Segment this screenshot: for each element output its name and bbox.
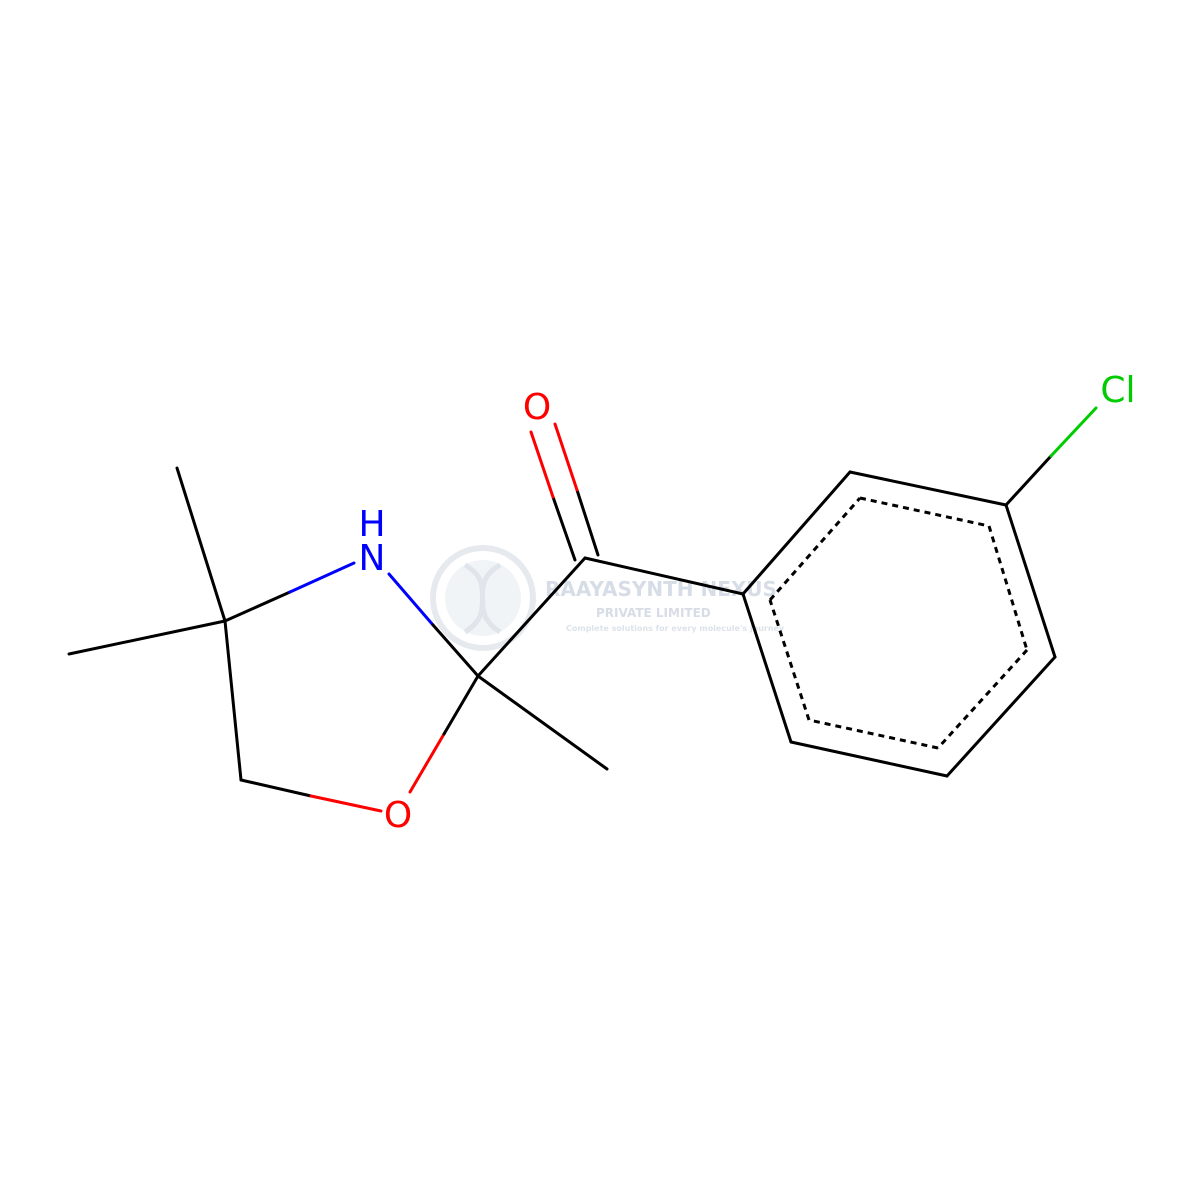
watermark-subtitle: PRIVATE LIMITED xyxy=(596,606,711,620)
bond-c2-methyl xyxy=(476,674,609,771)
bond-ring-4-5 xyxy=(945,655,1057,778)
bond-ring-2-3 xyxy=(848,470,1008,507)
bond-ring-3-4 xyxy=(1004,503,1057,659)
bond-c4-nitrogen-black xyxy=(223,590,292,623)
bond-carbonyl-double-left-black xyxy=(551,495,577,562)
watermark-logo-ring xyxy=(430,545,536,651)
bond-c4-nitrogen-blue xyxy=(288,561,356,594)
bond-ring-aromatic-6-1 xyxy=(768,599,811,721)
bond-c4-methyl-left xyxy=(67,619,227,656)
bond-nitrogen-c2-blue xyxy=(387,572,435,627)
watermark-tagline: Complete solutions for every molecule's … xyxy=(566,624,785,633)
carbonyl-oxygen-label: O xyxy=(523,387,551,428)
atom-labels: O Cl H N O xyxy=(358,370,1135,836)
watermark-dna-icon xyxy=(463,562,502,635)
bond-c4-methyl-top xyxy=(175,466,227,623)
bond-ring-1-2 xyxy=(741,470,852,596)
bond-ring-6-1 xyxy=(741,592,793,744)
bond-c2-carbonyl xyxy=(476,556,587,678)
bond-carbonyl-double-right-black xyxy=(575,488,600,557)
amine-nitrogen-label: N xyxy=(359,538,386,579)
bond-c4-c5 xyxy=(223,619,243,782)
bond-c5-oxygen-red xyxy=(309,794,383,813)
bond-ring-5-6 xyxy=(789,740,949,778)
amine-hydrogen-label: H xyxy=(358,504,385,545)
bond-carbonyl-double-left-red xyxy=(529,430,555,499)
bond-ring-chlorine-black xyxy=(1004,454,1053,507)
ring-oxygen-label: O xyxy=(384,795,412,836)
bond-ring-aromatic-2-3 xyxy=(859,496,990,528)
bond-ring-chlorine-green xyxy=(1049,406,1098,458)
bond-ring-aromatic-1-2 xyxy=(768,497,862,601)
bond-nitrogen-c2-black xyxy=(431,623,480,678)
bond-carbonyl-double-right-red xyxy=(553,422,579,492)
bond-oxygen-c2-red xyxy=(408,732,446,794)
watermark: RAAYASYNTH NEXUS PRIVATE LIMITED Complet… xyxy=(430,545,785,651)
bond-ring-aromatic-3-4 xyxy=(987,525,1029,651)
bonds xyxy=(67,406,1098,813)
bond-carbonyl-ring xyxy=(583,556,745,596)
chlorine-label: Cl xyxy=(1100,370,1135,411)
bond-ring-aromatic-5-6 xyxy=(808,718,939,750)
bond-c5-oxygen-black xyxy=(239,778,313,798)
bond-oxygen-c2-black xyxy=(442,674,480,736)
watermark-title: RAAYASYNTH NEXUS xyxy=(545,577,777,601)
bond-ring-aromatic-4-5 xyxy=(936,648,1029,750)
